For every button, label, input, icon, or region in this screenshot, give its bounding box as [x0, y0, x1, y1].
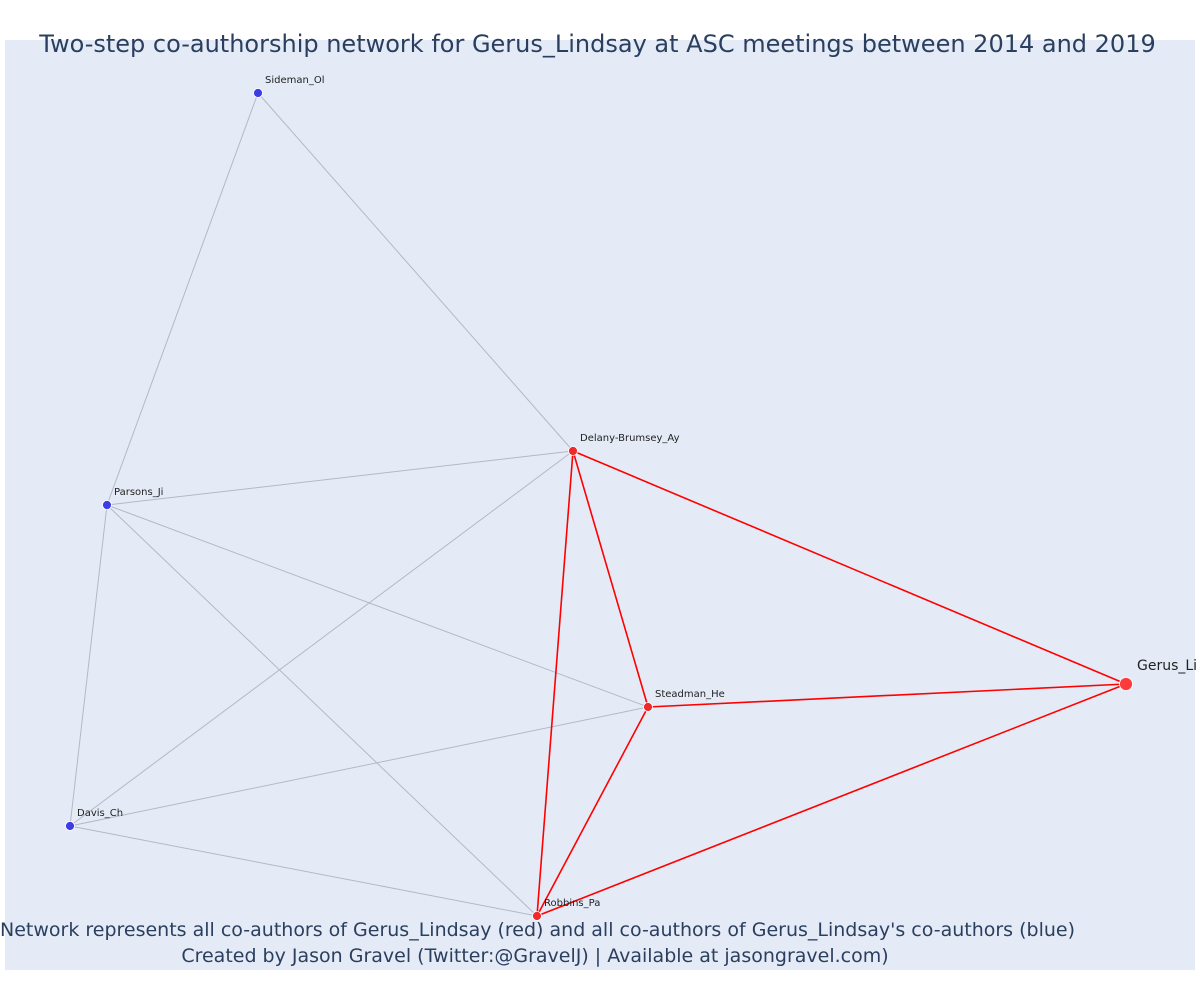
node-label-Davis_Ch: Davis_Ch — [77, 808, 123, 819]
edge-Davis_Ch-Delany-Brumsey_Ay — [69, 450, 574, 827]
nodes-layer — [65, 88, 1133, 921]
edge-Davis_Ch-Steadman_He — [69, 706, 649, 827]
edge-Sideman_Ol-Delany-Brumsey_Ay — [257, 92, 574, 452]
edge-Robbins_Pa-Gerus_Lindsay — [536, 683, 1127, 917]
footer-caption: Network represents all co-authors of Ger… — [0, 919, 1076, 941]
node-label-Sideman_Ol: Sideman_Ol — [265, 75, 324, 86]
node-Gerus_Lindsay[interactable] — [1119, 677, 1133, 691]
plot-area — [5, 40, 1195, 970]
node-Parsons_Ji[interactable] — [102, 500, 112, 510]
node-Davis_Ch[interactable] — [65, 821, 75, 831]
node-label-Robbins_Pa: Robbins_Pa — [544, 898, 600, 909]
edge-Delany-Brumsey_Ay-Robbins_Pa — [536, 450, 574, 917]
edge-Parsons_Ji-Steadman_He — [106, 504, 649, 708]
node-Steadman_He[interactable] — [643, 702, 653, 712]
edge-Davis_Ch-Robbins_Pa — [69, 825, 538, 917]
chart-title: Two-step co-authorship network for Gerus… — [39, 30, 1156, 58]
edge-Parsons_Ji-Delany-Brumsey_Ay — [106, 450, 574, 506]
footer-credit: Created by Jason Gravel (Twitter:@Gravel… — [181, 945, 889, 967]
edge-Parsons_Ji-Davis_Ch — [69, 504, 108, 827]
edge-Delany-Brumsey_Ay-Steadman_He — [572, 450, 649, 708]
node-label-Parsons_Ji: Parsons_Ji — [114, 487, 163, 498]
edge-Steadman_He-Gerus_Lindsay — [647, 683, 1127, 708]
edge-Steadman_He-Robbins_Pa — [536, 706, 649, 917]
node-label-Steadman_He: Steadman_He — [655, 689, 725, 700]
edges-layer — [69, 92, 1127, 917]
edge-Sideman_Ol-Parsons_Ji — [106, 92, 259, 506]
edge-Delany-Brumsey_Ay-Gerus_Lindsay — [572, 450, 1127, 685]
node-Robbins_Pa[interactable] — [532, 911, 542, 921]
labels-layer: Gerus_Li Delany-Brumsey_AySteadman_HeRobb… — [77, 75, 1197, 909]
node-label-Delany-Brumsey_Ay: Delany-Brumsey_Ay — [580, 433, 680, 444]
node-label-Gerus_Lindsay: Gerus_Li — [1137, 658, 1197, 674]
node-Sideman_Ol[interactable] — [253, 88, 263, 98]
node-Delany-Brumsey_Ay[interactable] — [568, 446, 578, 456]
edge-Parsons_Ji-Robbins_Pa — [106, 504, 538, 917]
